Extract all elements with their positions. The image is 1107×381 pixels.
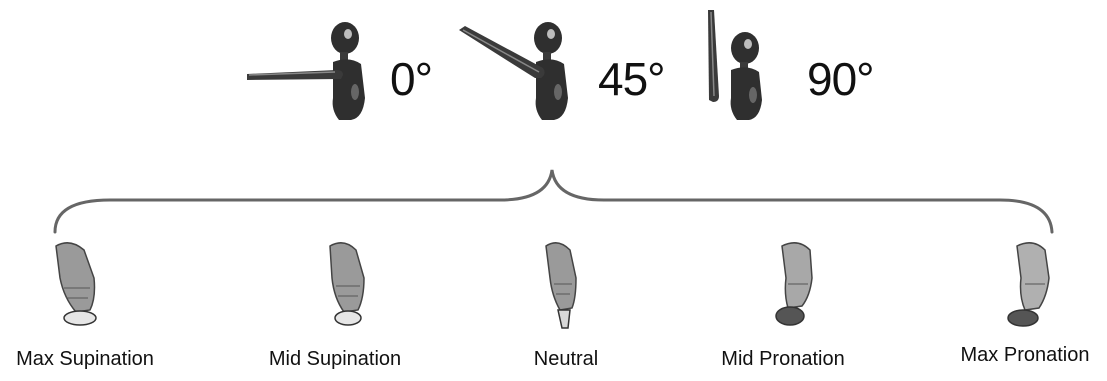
position-label-mid-pronation: Mid Pronation <box>721 348 844 371</box>
angle-label-90: 90° <box>807 52 874 106</box>
position-label-max-pronation: Max Pronation <box>961 344 1090 367</box>
position-label-mid-supination: Mid Supination <box>269 348 401 371</box>
forearm-max-pronation <box>995 238 1067 333</box>
figure-90-degrees <box>695 0 795 125</box>
figure-0-degrees <box>245 0 380 125</box>
position-label-neutral: Neutral <box>534 348 598 371</box>
forearm-mid-pronation <box>760 238 832 333</box>
position-label-max-supination: Max Supination <box>16 348 154 371</box>
forearm-neutral <box>528 238 600 333</box>
figure-45-degrees <box>455 0 590 125</box>
angle-label-0: 0° <box>390 52 432 106</box>
forearm-mid-supination <box>312 238 384 333</box>
angle-label-45: 45° <box>598 52 665 106</box>
forearm-max-supination <box>42 238 114 333</box>
